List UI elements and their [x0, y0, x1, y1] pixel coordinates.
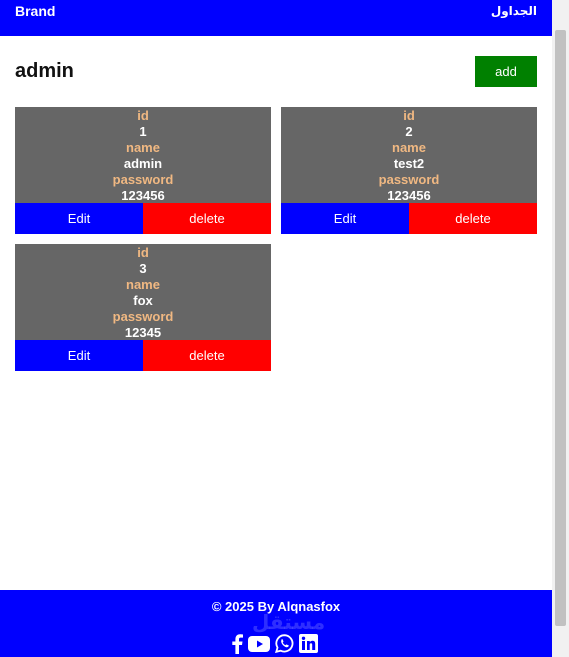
- user-card: id 2 name test2 password 123456 Edit del…: [281, 107, 537, 234]
- card-body: id 1 name admin password 123456: [15, 107, 271, 203]
- name-value: admin: [123, 156, 163, 171]
- password-value: 12345: [124, 325, 162, 340]
- password-value: 123456: [121, 188, 165, 203]
- id-label: id: [137, 245, 149, 260]
- password-label: password: [112, 309, 174, 324]
- password-value: 123456: [387, 188, 431, 203]
- card-actions: Edit delete: [15, 203, 271, 234]
- linkedin-icon[interactable]: [299, 634, 318, 657]
- id-label: id: [137, 108, 149, 123]
- card-actions: Edit delete: [15, 340, 271, 371]
- name-label: name: [392, 140, 426, 155]
- name-label: name: [126, 277, 160, 292]
- id-value: 1: [139, 124, 147, 139]
- card-body: id 2 name test2 password 123456: [281, 107, 537, 203]
- facebook-icon[interactable]: [231, 633, 243, 657]
- id-value: 2: [405, 124, 413, 139]
- nav-link-tables[interactable]: الجداول: [490, 4, 537, 18]
- youtube-icon[interactable]: [248, 635, 270, 657]
- user-card: id 3 name fox password 12345 Edit delete: [15, 244, 271, 371]
- card-actions: Edit delete: [281, 203, 537, 234]
- brand-link[interactable]: Brand: [15, 3, 56, 19]
- delete-button[interactable]: delete: [409, 203, 537, 234]
- id-label: id: [403, 108, 415, 123]
- user-cards: id 1 name admin password 123456 Edit del…: [15, 107, 537, 371]
- page-title: admin: [15, 60, 74, 82]
- password-label: password: [378, 172, 440, 187]
- footer: © 2025 By Alqnasfox مستقل: [0, 590, 552, 657]
- vertical-scrollbar[interactable]: [552, 0, 569, 657]
- edit-button[interactable]: Edit: [15, 340, 143, 371]
- delete-button[interactable]: delete: [143, 203, 271, 234]
- password-label: password: [112, 172, 174, 187]
- edit-button[interactable]: Edit: [281, 203, 409, 234]
- name-label: name: [126, 140, 160, 155]
- whatsapp-icon[interactable]: [275, 634, 294, 657]
- social-links: [231, 633, 318, 657]
- delete-button[interactable]: delete: [143, 340, 271, 371]
- edit-button[interactable]: Edit: [15, 203, 143, 234]
- card-body: id 3 name fox password 12345: [15, 244, 271, 340]
- id-value: 3: [139, 261, 147, 276]
- copyright-text: © 2025 By Alqnasfox: [211, 599, 341, 614]
- name-value: test2: [393, 156, 425, 171]
- add-button[interactable]: add: [475, 56, 537, 87]
- navbar: Brand الجداول: [0, 0, 552, 36]
- scrollbar-thumb[interactable]: [555, 30, 566, 626]
- user-card: id 1 name admin password 123456 Edit del…: [15, 107, 271, 234]
- name-value: fox: [133, 293, 153, 308]
